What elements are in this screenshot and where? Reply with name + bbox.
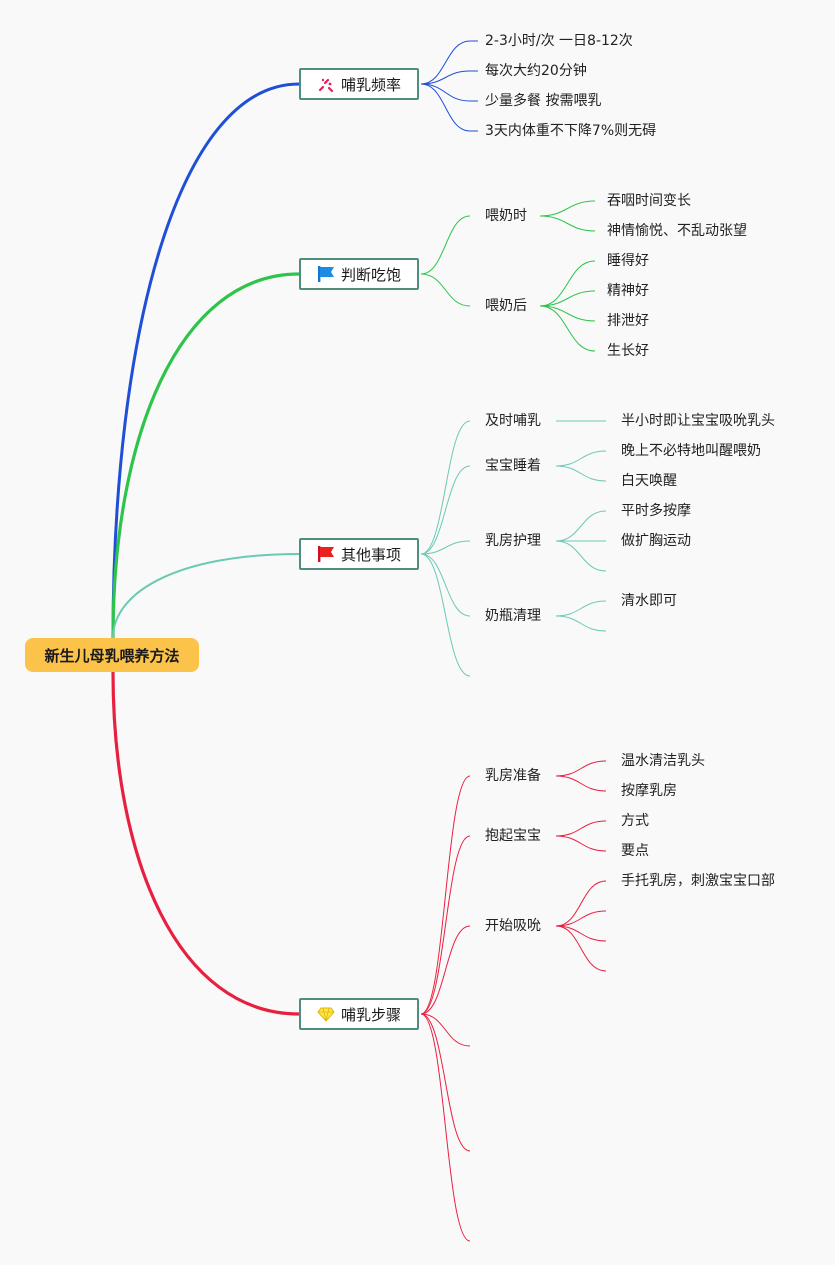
leaf-connector [555,615,607,632]
sub-connector [420,925,471,1015]
leaf-item[interactable]: 吞咽时间变长 [607,193,691,209]
leaf-item[interactable]: 精神好 [607,283,649,299]
leaf-item[interactable]: 方式 [621,813,649,829]
leaf-item[interactable]: 3天内体重不下降7%则无碍 [485,123,657,139]
leaf-connector [555,760,607,777]
leaf-item[interactable]: 每次大约20分钟 [485,63,587,79]
leaf-item[interactable]: 清水即可 [621,593,677,609]
leaf-item[interactable]: 按摩乳房 [621,783,677,799]
sub-connector [420,775,471,1015]
leaf-connector [539,260,596,307]
leaf-connector [420,83,471,132]
leaf-item[interactable]: 神情愉悦、不乱动张望 [607,223,747,239]
sub-topic[interactable]: 抱起宝宝 [485,828,541,844]
leaf-item[interactable]: 少量多餐 按需喂乳 [485,93,602,109]
leaf-item[interactable]: 要点 [621,843,649,859]
sub-connector [420,273,471,307]
leaf-connector [539,215,596,232]
sub-topic[interactable]: 乳房准备 [485,768,541,784]
sub-connector [420,420,471,555]
leaf-connector [539,305,596,322]
sub-topic[interactable]: 宝宝睡着 [485,458,541,474]
leaf-connector [555,925,607,942]
leaf-item[interactable]: 2-3小时/次 一日8-12次 [485,33,633,49]
leaf-connector [420,83,471,102]
branch-connector [111,670,301,1016]
blue-flag-icon [317,265,335,283]
branch-label: 其他事项 [340,545,401,564]
branch-label: 判断吃饱 [340,265,401,284]
branch-judge-full[interactable]: 判断吃饱 [299,258,419,290]
leaf-connector [555,600,607,617]
leaf-connector [420,70,471,85]
leaf-item[interactable]: 手托乳房，刺激宝宝口部 [621,873,775,889]
leaf-connector [555,540,607,572]
sub-topic[interactable]: 喂奶后 [485,298,527,314]
root-topic[interactable]: 新生儿母乳喂养方法 [25,638,199,672]
sub-topic[interactable]: 喂奶时 [485,208,527,224]
leaf-connector [555,925,607,972]
sub-connector [420,465,471,555]
leaf-item[interactable]: 平时多按摩 [621,503,691,519]
red-flag-icon [317,545,335,563]
sub-connector [420,835,471,1015]
diamond-icon [317,1005,335,1023]
branch-feeding-steps[interactable]: 哺乳步骤 [299,998,419,1030]
sub-topic[interactable]: 乳房护理 [485,533,541,549]
sub-connector [420,1013,471,1242]
sub-connector [420,1013,471,1047]
leaf-item[interactable]: 晚上不必特地叫醒喂奶 [621,443,761,459]
leaf-connector [539,290,596,307]
leaf-connector [539,305,596,352]
sub-connector [420,1013,471,1152]
sub-connector [420,215,471,275]
branch-other-matters[interactable]: 其他事项 [299,538,419,570]
root-topic-label: 新生儿母乳喂养方法 [44,646,180,665]
leaf-connector [555,835,607,852]
leaf-connector [539,200,596,217]
branch-connector [111,272,301,640]
leaf-item[interactable]: 白天唤醒 [621,473,677,489]
sub-topic[interactable]: 奶瓶清理 [485,608,541,624]
leaf-connector [555,880,607,927]
leaf-connector [555,820,607,837]
leaf-connector [555,465,607,482]
leaf-item[interactable]: 睡得好 [607,253,649,269]
sub-topic[interactable]: 及时哺乳 [485,413,541,429]
branch-label: 哺乳频率 [340,75,401,94]
sub-topic[interactable]: 开始吸吮 [485,918,541,934]
sub-connector [420,540,471,555]
branch-connector [112,553,300,639]
branch-connector [111,82,301,640]
sparkle-icon [317,75,335,93]
leaf-connector [555,775,607,792]
leaf-connector [555,510,607,542]
leaf-connector [555,450,607,467]
branch-label: 哺乳步骤 [340,1005,401,1024]
leaf-connector [420,40,471,85]
leaf-item[interactable]: 温水清洁乳头 [621,753,705,769]
leaf-connector [555,910,607,927]
sub-connector [420,553,471,677]
leaf-item[interactable]: 排泄好 [607,313,649,329]
leaf-item[interactable]: 生长好 [607,343,649,359]
sub-connector [420,553,471,617]
leaf-item[interactable]: 半小时即让宝宝吸吮乳头 [621,413,775,429]
branch-feeding-frequency[interactable]: 哺乳频率 [299,68,419,100]
leaf-item[interactable]: 做扩胸运动 [621,533,691,549]
